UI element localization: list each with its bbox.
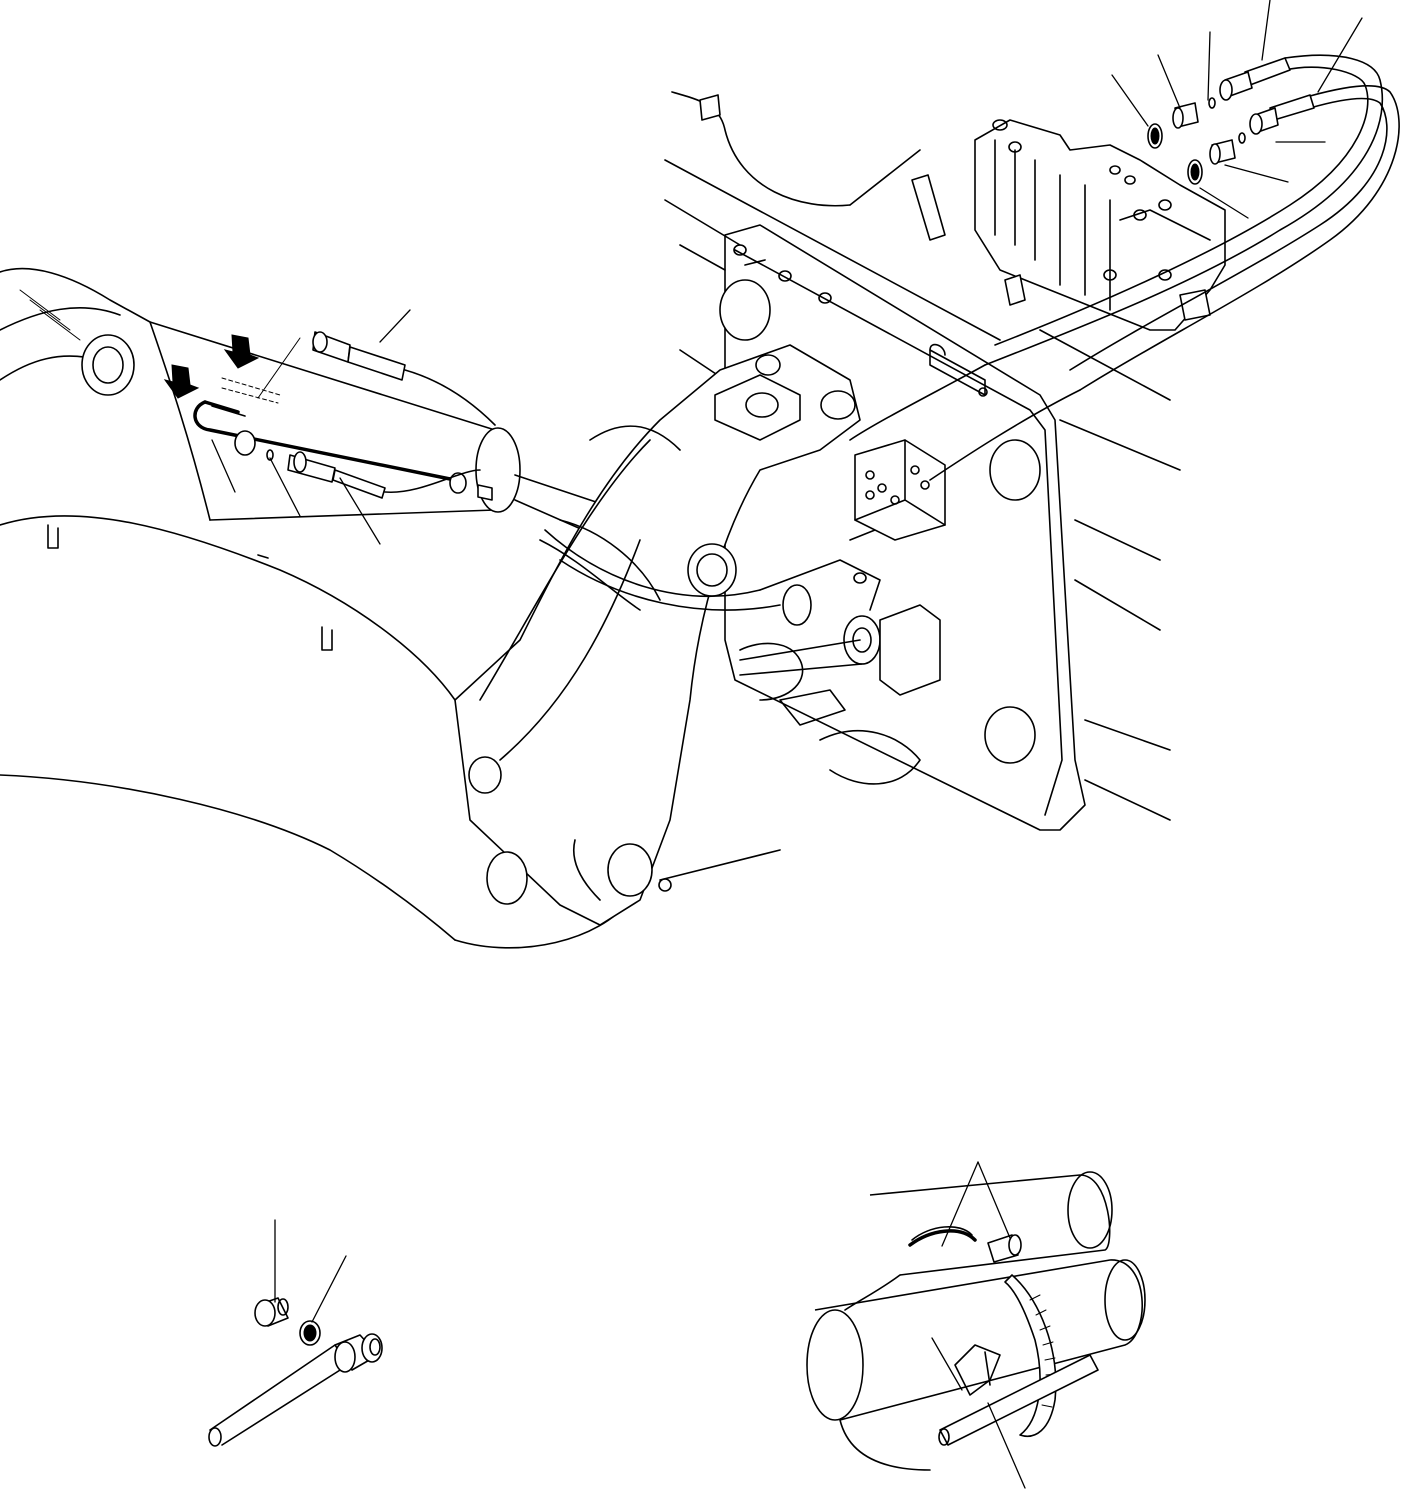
boom-arm [0, 267, 631, 949]
install-arrows [163, 334, 260, 399]
callout-leaders [211, 0, 1363, 545]
plug-icon [254, 1299, 276, 1327]
cylinder-tube-assembly [193, 331, 496, 501]
tube-icon [939, 1354, 1099, 1446]
valve-fittings [1147, 57, 1315, 185]
center-pins [739, 519, 941, 785]
front-frame [454, 344, 861, 926]
detail-fitting-view [208, 1219, 383, 1447]
detail-hose-clamp-view [806, 1161, 1146, 1489]
manifold-block [854, 439, 946, 541]
control-valve [911, 119, 1226, 331]
arrow-down-icon [163, 364, 200, 399]
harness-line [671, 91, 921, 207]
arrow-down-icon [223, 334, 260, 369]
hydraulic-hoses [544, 54, 1400, 611]
main-assembly-view [0, 0, 1400, 949]
